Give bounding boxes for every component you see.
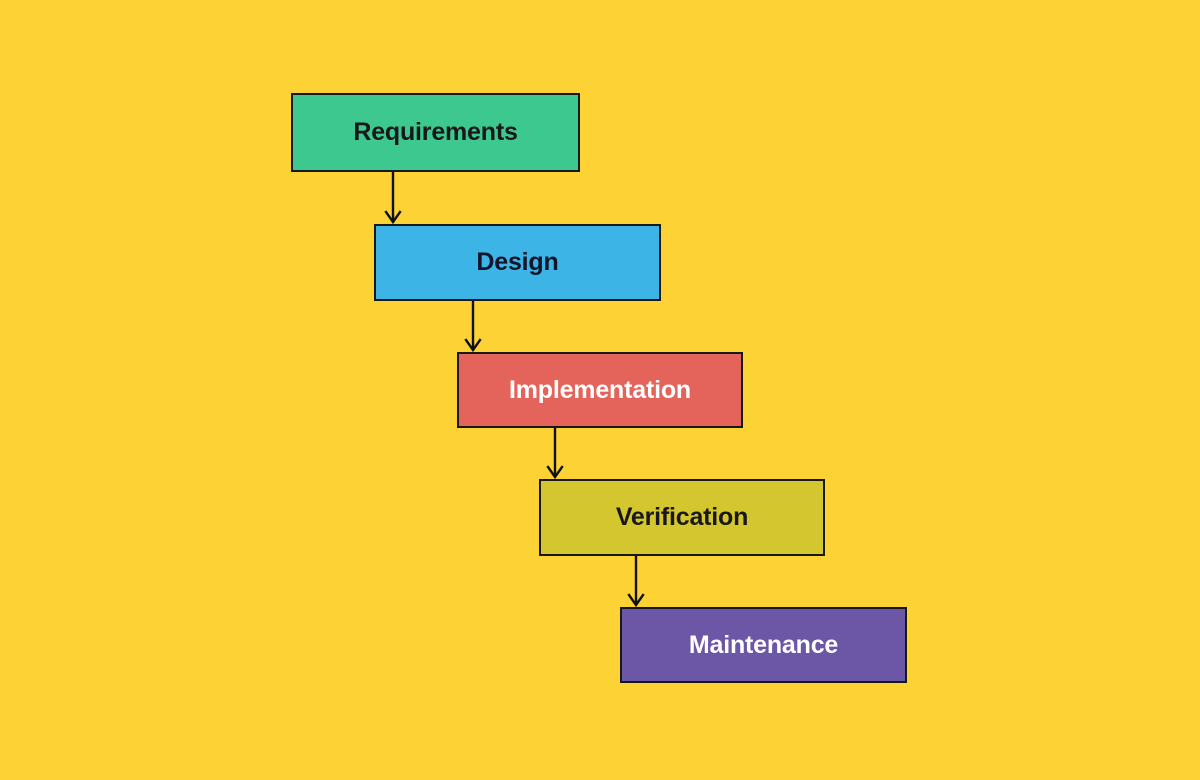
- connector-group-4: [627, 556, 645, 608]
- arrowhead-2: [464, 338, 482, 353]
- stage-label-verification: Verification: [615, 503, 749, 531]
- connector-group-3: [546, 428, 564, 480]
- stage-label-requirements: Requirements: [353, 118, 518, 146]
- stage-label-maintenance: Maintenance: [688, 630, 839, 659]
- stage-box-design[interactable]: Design: [374, 224, 661, 301]
- arrowhead-4: [627, 593, 645, 608]
- stage-box-implementation[interactable]: Implementation: [457, 352, 743, 428]
- stage-label-design: Design: [476, 248, 559, 276]
- arrowhead-1: [384, 210, 402, 225]
- stage-box-requirements[interactable]: Requirements: [291, 93, 580, 172]
- connector-group-1: [384, 172, 402, 225]
- stage-label-implementation: Implementation: [509, 375, 691, 404]
- arrowhead-3: [546, 465, 564, 480]
- stage-box-maintenance[interactable]: Maintenance: [620, 607, 907, 683]
- stage-box-verification[interactable]: Verification: [539, 479, 825, 556]
- connector-group-2: [464, 301, 482, 353]
